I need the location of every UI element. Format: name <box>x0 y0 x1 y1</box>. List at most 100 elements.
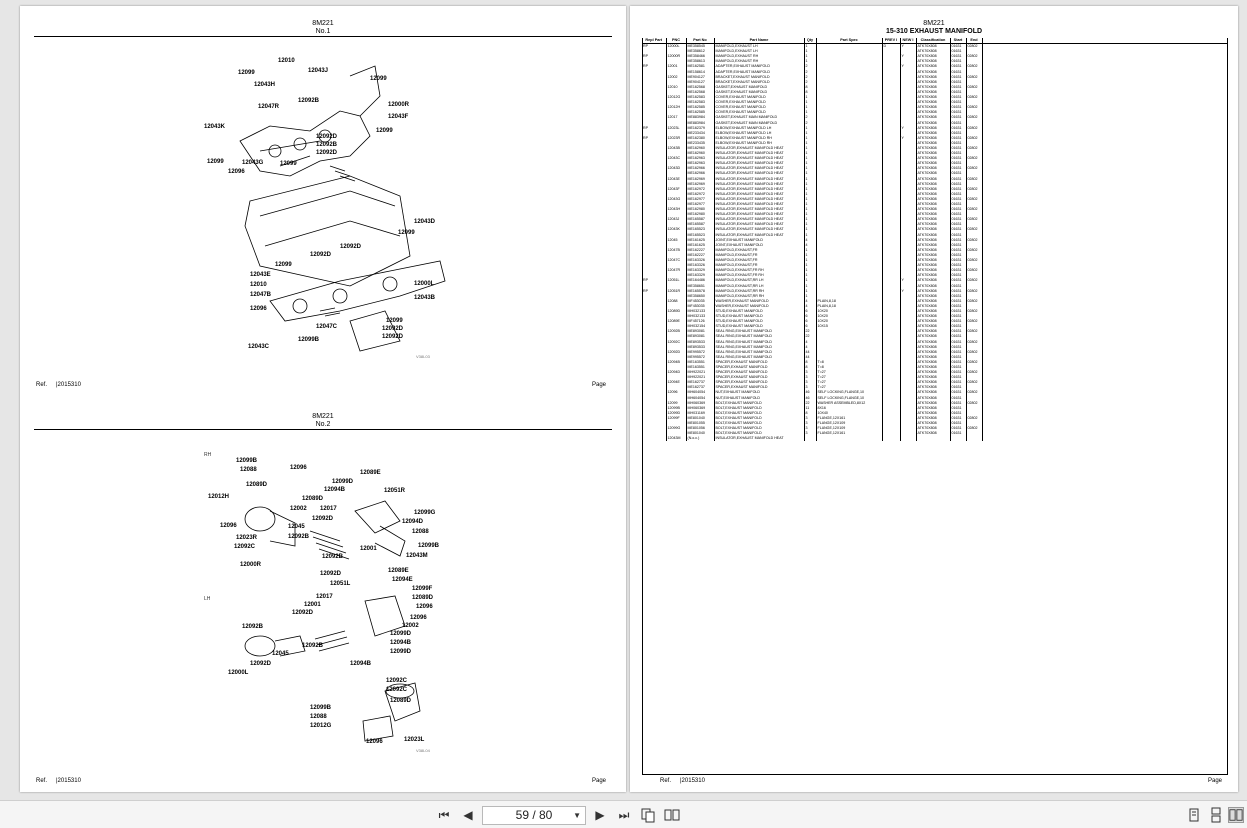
facing-mode-icon[interactable] <box>1228 807 1244 823</box>
table-cell: 02802 <box>966 415 983 422</box>
table-cell <box>900 196 917 202</box>
table-cell: 1 <box>804 54 817 60</box>
table-cell: ATK70X808 <box>916 370 951 376</box>
table-cell <box>642 375 667 381</box>
table-cell: 10X20 <box>816 319 883 325</box>
table-cell <box>900 263 917 269</box>
table-cell <box>882 405 901 411</box>
table-cell: 01631 <box>950 278 967 284</box>
table-cell: MANIFOLD,EXHAUST,FR RH <box>714 268 805 274</box>
two-page-view-icon[interactable] <box>664 807 680 823</box>
table-cell: 01631 <box>950 354 967 360</box>
prev-page-icon[interactable]: ◀ <box>463 808 473 822</box>
table-cell: 12043B <box>666 145 687 152</box>
fig2-label-35: 12092D <box>292 610 314 616</box>
table-cell <box>882 202 901 208</box>
column-header: Classification <box>916 38 951 45</box>
table-cell <box>882 400 901 406</box>
table-cell: 12012G <box>666 95 687 101</box>
fig2-label-50: 12099B <box>310 705 332 711</box>
table-title: 15-310 EXHAUST MANIFOLD <box>630 28 1238 36</box>
table-cell <box>900 344 917 350</box>
fig1-label-6: 12092B <box>298 98 320 104</box>
table-cell: 12012H <box>666 105 687 111</box>
table-cell: 1 <box>804 212 817 218</box>
table-cell: ME162380 <box>686 135 715 141</box>
fig2-lh-mark: LH <box>204 596 211 602</box>
table-cell <box>666 49 687 55</box>
table-cell <box>882 84 901 90</box>
table-cell: 2 <box>804 64 817 70</box>
table-cell <box>900 232 917 238</box>
table-cell <box>642 156 667 162</box>
table-cell: ATK70X808 <box>916 43 951 50</box>
table-cell <box>666 140 687 146</box>
table-cell: ME162977 <box>686 202 715 208</box>
fig2-label-28: 12094E <box>392 577 413 583</box>
table-cell <box>882 120 901 126</box>
table-cell <box>816 151 883 157</box>
table-cell <box>882 426 901 432</box>
continuous-mode-icon[interactable] <box>1208 807 1224 823</box>
table-cell: 01631 <box>950 308 967 315</box>
table-cell <box>882 339 901 345</box>
table-cell: T=8 <box>816 365 883 371</box>
table-cell <box>882 370 901 376</box>
table-cell: ATK70X808 <box>916 324 951 330</box>
fig2-label-13: 12092D <box>312 516 334 522</box>
table-cell: INSULATOR,EXHAUST MANIFOLD HEAT <box>714 191 805 197</box>
table-cell: 12023L <box>666 125 687 131</box>
table-cell <box>666 385 687 391</box>
table-cell <box>816 242 883 248</box>
table-cell: ME163329 <box>686 268 715 274</box>
table-cell: 02802 <box>966 64 983 70</box>
last-page-icon[interactable]: ⏭ <box>618 808 630 822</box>
table-cell <box>900 400 917 406</box>
first-page-icon[interactable]: ⏮ <box>438 808 450 822</box>
table-cell: ME893081 <box>686 329 715 335</box>
table-cell: ME158614 <box>686 69 715 75</box>
table-cell: T=8 <box>816 359 883 365</box>
table-cell <box>900 166 917 172</box>
table-cell: 4 <box>804 298 817 304</box>
table-cell: 01631 <box>950 140 967 146</box>
table-cell: ME165578 <box>686 288 715 294</box>
table-cell <box>642 140 667 146</box>
table-cell <box>642 84 667 90</box>
page-number-select[interactable]: 59 / 80 ▼ <box>482 806 586 825</box>
table-cell: BOLT,EXHAUST MANIFOLD <box>714 410 805 416</box>
table-cell <box>900 176 917 182</box>
table-cell <box>882 130 901 136</box>
table-cell <box>642 171 667 177</box>
table-cell <box>882 89 901 96</box>
table-cell: 02802 <box>966 400 983 406</box>
table-cell: ME163326 <box>686 258 715 264</box>
table-cell <box>882 385 901 391</box>
table-cell <box>816 181 883 187</box>
table-cell: 2 <box>804 120 817 126</box>
table-cell: ATK70X808 <box>916 151 951 157</box>
table-cell: WASHER ASSEMBLED,8X12 <box>816 400 883 406</box>
single-page-mode-icon[interactable] <box>1186 807 1202 823</box>
fit-page-icon[interactable] <box>640 807 656 823</box>
table-cell: 1 <box>804 59 817 65</box>
table-cell <box>666 273 687 279</box>
table-cell <box>900 268 917 274</box>
fig1-ref-code: |2015310 <box>56 382 81 388</box>
table-cell: ME893533 <box>686 344 715 350</box>
table-cell: MANIFOLD,EXHAUST LH <box>714 49 805 55</box>
table-cell <box>642 151 667 157</box>
fig2-label-53: 12096 <box>366 739 383 745</box>
table-cell <box>900 186 917 192</box>
table-cell <box>882 171 901 177</box>
table-cell: 12047C <box>666 258 687 264</box>
table-cell: ME165587 <box>686 217 715 223</box>
table-cell <box>816 120 883 126</box>
table-cell: ATK70X808 <box>916 135 951 141</box>
table-cell: Y <box>900 54 917 60</box>
next-page-icon[interactable]: ▶ <box>595 808 605 822</box>
